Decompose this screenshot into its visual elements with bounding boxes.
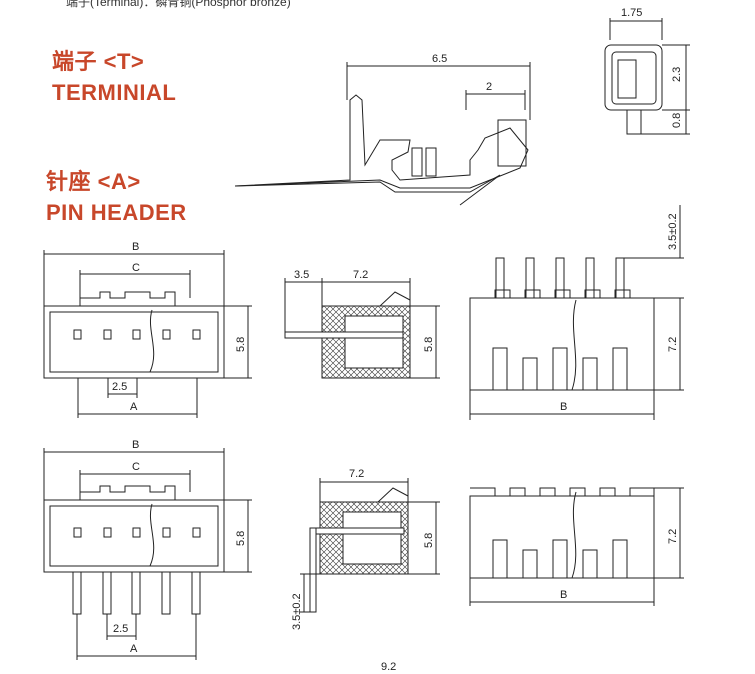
dim-72-top-2: 7.2 (667, 529, 679, 544)
dim-pin-length-top: 3.5±0.2 (667, 213, 679, 250)
page-number: 9.2 (381, 661, 396, 673)
dim-terminal-crimp: 2 (486, 81, 492, 93)
dim-c-1: C (132, 262, 140, 274)
header-side-view-straight (284, 278, 440, 379)
header-front-view-b (43, 448, 252, 660)
dim-a-2: A (130, 643, 138, 655)
dim-35: 3.5 (294, 269, 309, 281)
header-front-view-a (43, 250, 252, 418)
dim-pin-length-angle: 3.5±0.2 (291, 593, 303, 630)
dim-58-angle: 5.8 (423, 533, 435, 548)
dim-b-2: B (132, 439, 139, 451)
header-title-en: PIN HEADER (46, 200, 187, 225)
dim-58-side: 5.8 (423, 337, 435, 352)
dim-72-top: 7.2 (667, 337, 679, 352)
header-side-view-angle (300, 478, 440, 613)
dim-terminal-width: 1.75 (621, 7, 642, 19)
dim-58-2: 5.8 (235, 531, 247, 546)
dim-b-top: B (560, 401, 567, 413)
dim-72-side: 7.2 (353, 269, 368, 281)
dim-pitch-2: 2.5 (113, 623, 128, 635)
header-top-view-straight (469, 205, 684, 420)
dim-terminal-pin: 0.8 (671, 113, 683, 128)
terminal-title-en: TERMINIAL (52, 80, 177, 105)
header-top-view-angle (469, 487, 684, 606)
dim-b-top-2: B (560, 589, 567, 601)
dim-72-angle: 7.2 (349, 468, 364, 480)
header-title-cn: 针座 <A> (46, 169, 141, 194)
dim-pitch-1: 2.5 (112, 381, 127, 393)
terminal-front-view (604, 18, 690, 135)
terminal-side-view (234, 62, 531, 206)
material-note: 端子(Terminal)：磷青铜(Phosphor bronze) (66, 0, 291, 9)
dim-terminal-length: 6.5 (432, 53, 447, 65)
terminal-title-cn: 端子 <T> (52, 49, 145, 74)
dim-58-1: 5.8 (235, 337, 247, 352)
dim-b-1: B (132, 241, 139, 253)
dim-a-1: A (130, 401, 138, 413)
dim-c-2: C (132, 461, 140, 473)
dim-terminal-height: 2.3 (671, 67, 683, 82)
